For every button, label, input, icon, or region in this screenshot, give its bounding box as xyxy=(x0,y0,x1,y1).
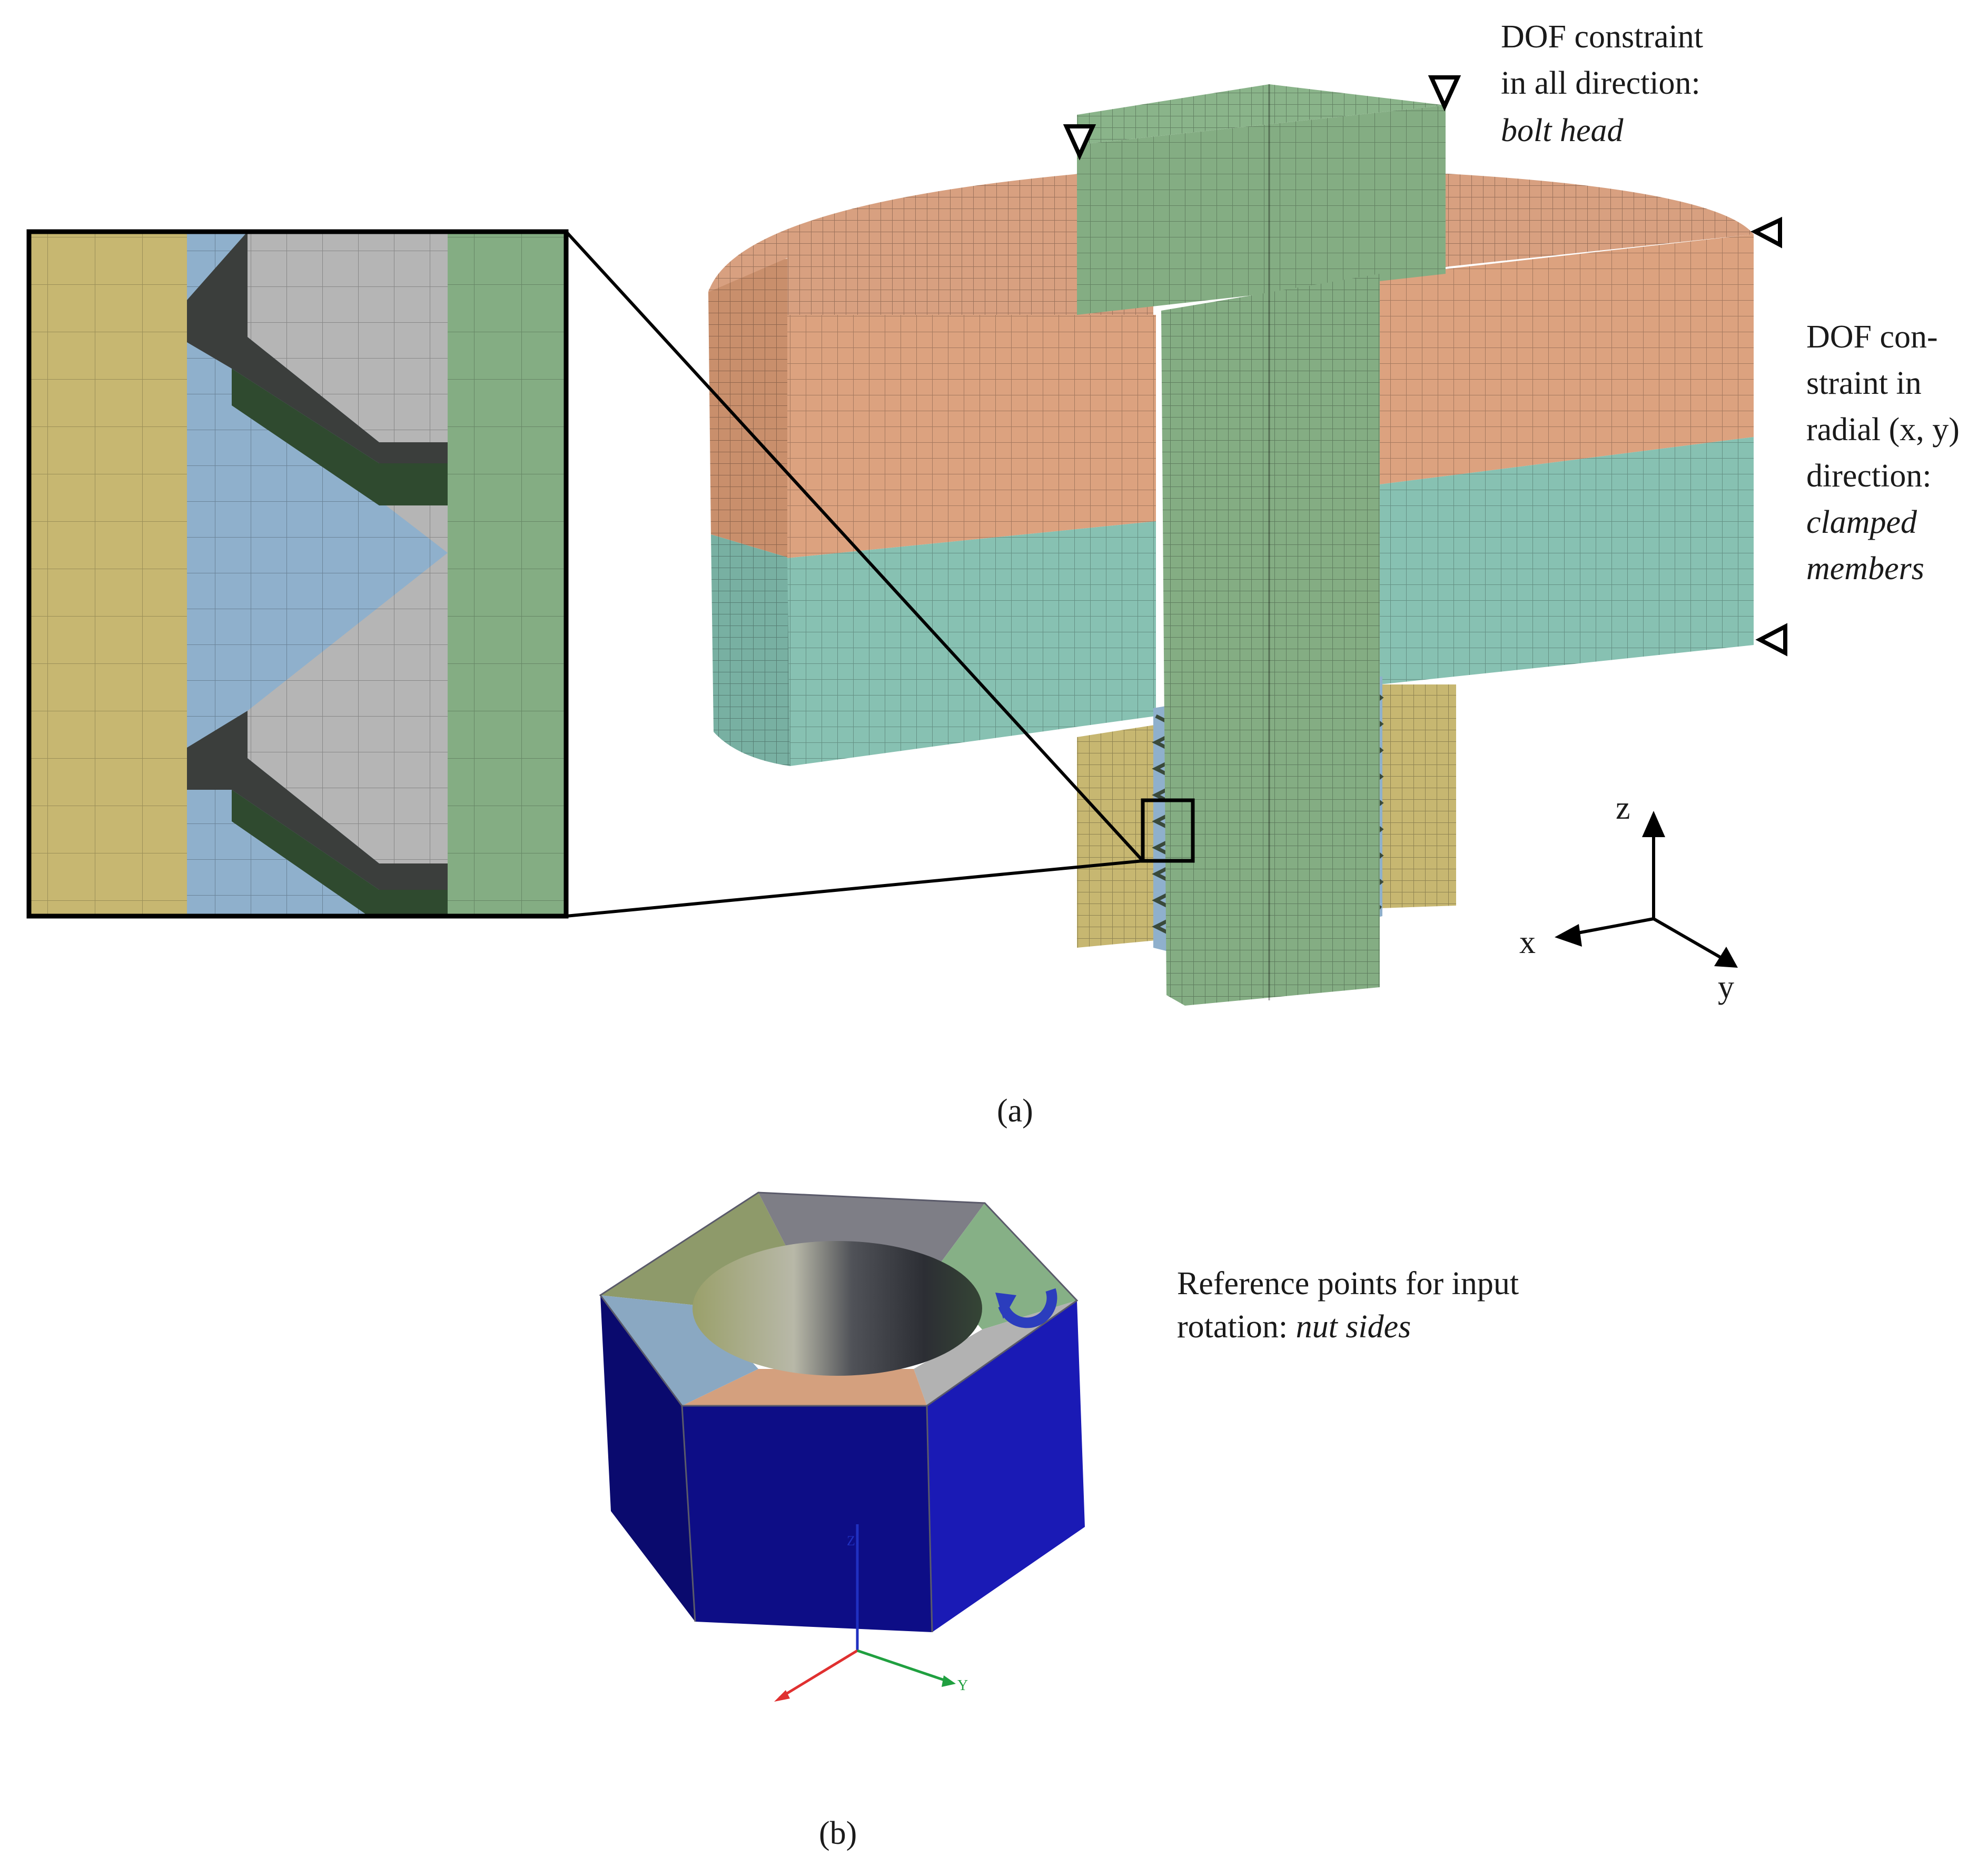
upper-clamped-member xyxy=(787,234,1754,558)
clamped-line-2: straint in xyxy=(1806,365,1922,401)
nut-line-2: rotation: nut sides xyxy=(1177,1309,1411,1345)
rotation-arrow-icon xyxy=(995,1288,1057,1328)
nut-line-1: Reference points for input xyxy=(1177,1266,1519,1302)
annotation-clamped-members: DOF con- straint in radial (x, y) direct… xyxy=(1806,319,1960,587)
nut-side-left xyxy=(600,1295,695,1622)
nut-top-sector-right-gray xyxy=(914,1300,1077,1406)
bolt-head-line-1: DOF constraint xyxy=(1501,19,1703,55)
bolt xyxy=(1077,84,1446,1006)
nut-axis-label-z: Z xyxy=(847,1533,855,1548)
hex-nut-model: Z Y xyxy=(599,1191,1085,1702)
lower-clamped-member xyxy=(787,437,1754,766)
nut-top-sector-left-blue xyxy=(600,1295,758,1406)
annotation-bolt-head: DOF constraint in all direction: bolt he… xyxy=(1501,19,1703,148)
clamped-line-5: clamped xyxy=(1806,504,1917,540)
nut-side-right xyxy=(927,1300,1085,1632)
zoom-connector-lines xyxy=(565,230,1144,918)
annotation-nut-sides: Reference points for input rotation: nut… xyxy=(1177,1266,1519,1345)
member-left-curved-side xyxy=(708,258,790,766)
bolt-head-line-3: bolt head xyxy=(1501,113,1624,148)
constraint-triangle-icon xyxy=(1063,124,1096,161)
caption-b: (b) xyxy=(819,1815,857,1851)
clamped-line-3: radial (x, y) xyxy=(1806,412,1960,448)
caption-a: (a) xyxy=(997,1093,1033,1129)
nut-line-2-prefix: rotation: xyxy=(1177,1309,1296,1345)
zoom-target-box xyxy=(1141,798,1195,863)
nut-top-sector-front-salmon xyxy=(682,1369,927,1406)
axis-label-z: z xyxy=(1616,790,1630,826)
fe-assembly xyxy=(708,84,1754,1006)
axis-label-x: x xyxy=(1519,925,1536,960)
constraint-triangle-icon xyxy=(1750,216,1782,249)
constraint-triangle-icon xyxy=(1428,75,1461,112)
clamped-line-6: members xyxy=(1806,551,1924,587)
nut-bore-hole xyxy=(693,1241,982,1376)
thread-zoom-inset xyxy=(26,229,569,919)
axis-label-y: y xyxy=(1718,969,1734,1005)
constraint-markers xyxy=(1063,75,1787,657)
clamped-line-1: DOF con- xyxy=(1806,319,1938,355)
axes-triad-a: z x y xyxy=(1519,790,1738,1005)
constraint-triangle-icon xyxy=(1755,623,1787,657)
nut-axes-triad: Z Y xyxy=(774,1524,968,1702)
bolt-head-line-2: in all direction: xyxy=(1501,65,1700,101)
nut-side-front xyxy=(682,1406,932,1632)
nut-axis-label-y: Y xyxy=(957,1677,968,1694)
nut-line-2-italic: nut sides xyxy=(1296,1309,1411,1345)
clamped-line-4: direction: xyxy=(1806,458,1932,494)
